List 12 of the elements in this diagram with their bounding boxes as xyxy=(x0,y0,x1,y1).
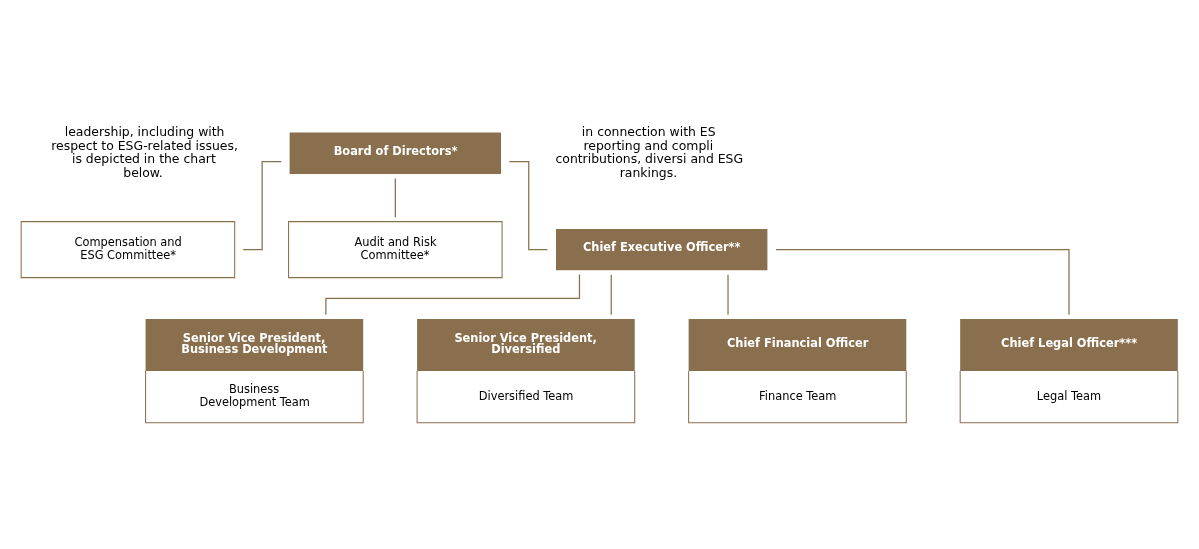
connector xyxy=(610,274,612,316)
node-box: Board of Directors* xyxy=(289,132,502,174)
label: leadership, including with respect to ESG-related issues, is depicted in the chart below. xyxy=(51,124,238,180)
label: in connection with ES reporting and compli contributions, diversi and ESG rankings. xyxy=(555,124,744,180)
connector xyxy=(727,274,729,316)
connector xyxy=(508,160,549,251)
node-box: Audit and Risk Committee* xyxy=(288,221,503,279)
connector xyxy=(242,160,282,251)
connector xyxy=(394,177,396,218)
node-box: Chief Executive Officer** xyxy=(555,228,768,271)
node-box: Compensation and ESG Committee* xyxy=(20,221,236,279)
connector xyxy=(775,249,1070,316)
